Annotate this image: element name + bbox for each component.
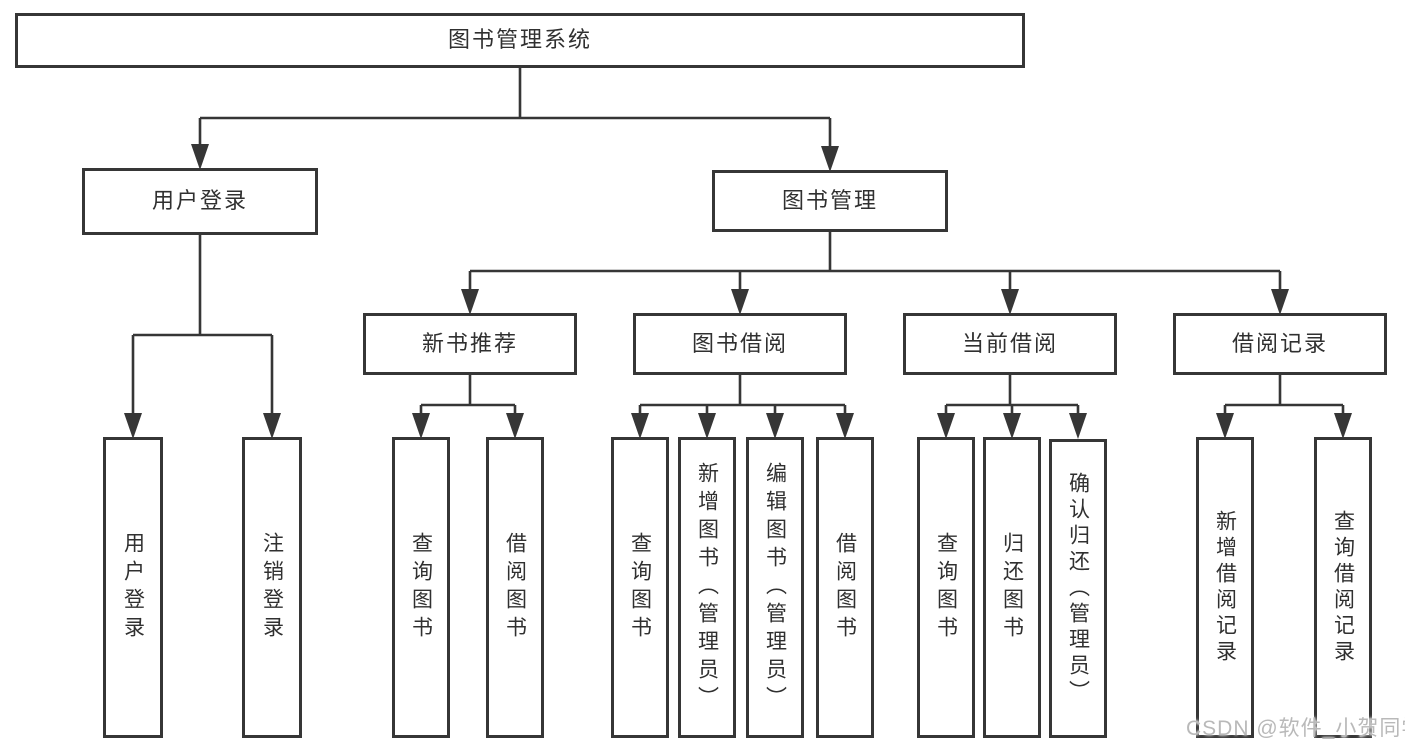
- node-book-borrowing: 图书借阅: [633, 313, 847, 375]
- leaf-user-login: 用户登录: [103, 437, 163, 738]
- csdn-watermark: CSDN @软件_小贺同学: [1186, 717, 1405, 740]
- node-current-borrowing: 当前借阅: [903, 313, 1117, 375]
- leaf-query-books-3: 查询图书: [917, 437, 975, 738]
- node-root-system: 图书管理系统: [15, 13, 1025, 68]
- leaf-query-books: 查询图书: [392, 437, 450, 738]
- node-user-login: 用户登录: [82, 168, 318, 235]
- leaf-logout: 注销登录: [242, 437, 302, 738]
- leaf-edit-books-admin: 编辑图书（管理员）: [746, 437, 804, 738]
- leaf-query-books-2: 查询图书: [611, 437, 669, 738]
- leaf-return-books: 归还图书: [983, 437, 1041, 738]
- leaf-borrow-books-2: 借阅图书: [816, 437, 874, 738]
- leaf-confirm-return-admin: 确认归还（管理员）: [1049, 439, 1107, 738]
- leaf-add-books-admin: 新增图书（管理员）: [678, 437, 736, 738]
- leaf-add-borrow-record: 新增借阅记录: [1196, 437, 1254, 738]
- node-new-book-recommend: 新书推荐: [363, 313, 577, 375]
- leaf-borrow-books: 借阅图书: [486, 437, 544, 738]
- edge-lines: [131, 68, 1345, 417]
- node-borrowing-records: 借阅记录: [1173, 313, 1387, 375]
- leaf-query-borrow-record: 查询借阅记录: [1314, 437, 1372, 738]
- node-book-management: 图书管理: [712, 170, 948, 232]
- arrowheads: [124, 144, 1352, 439]
